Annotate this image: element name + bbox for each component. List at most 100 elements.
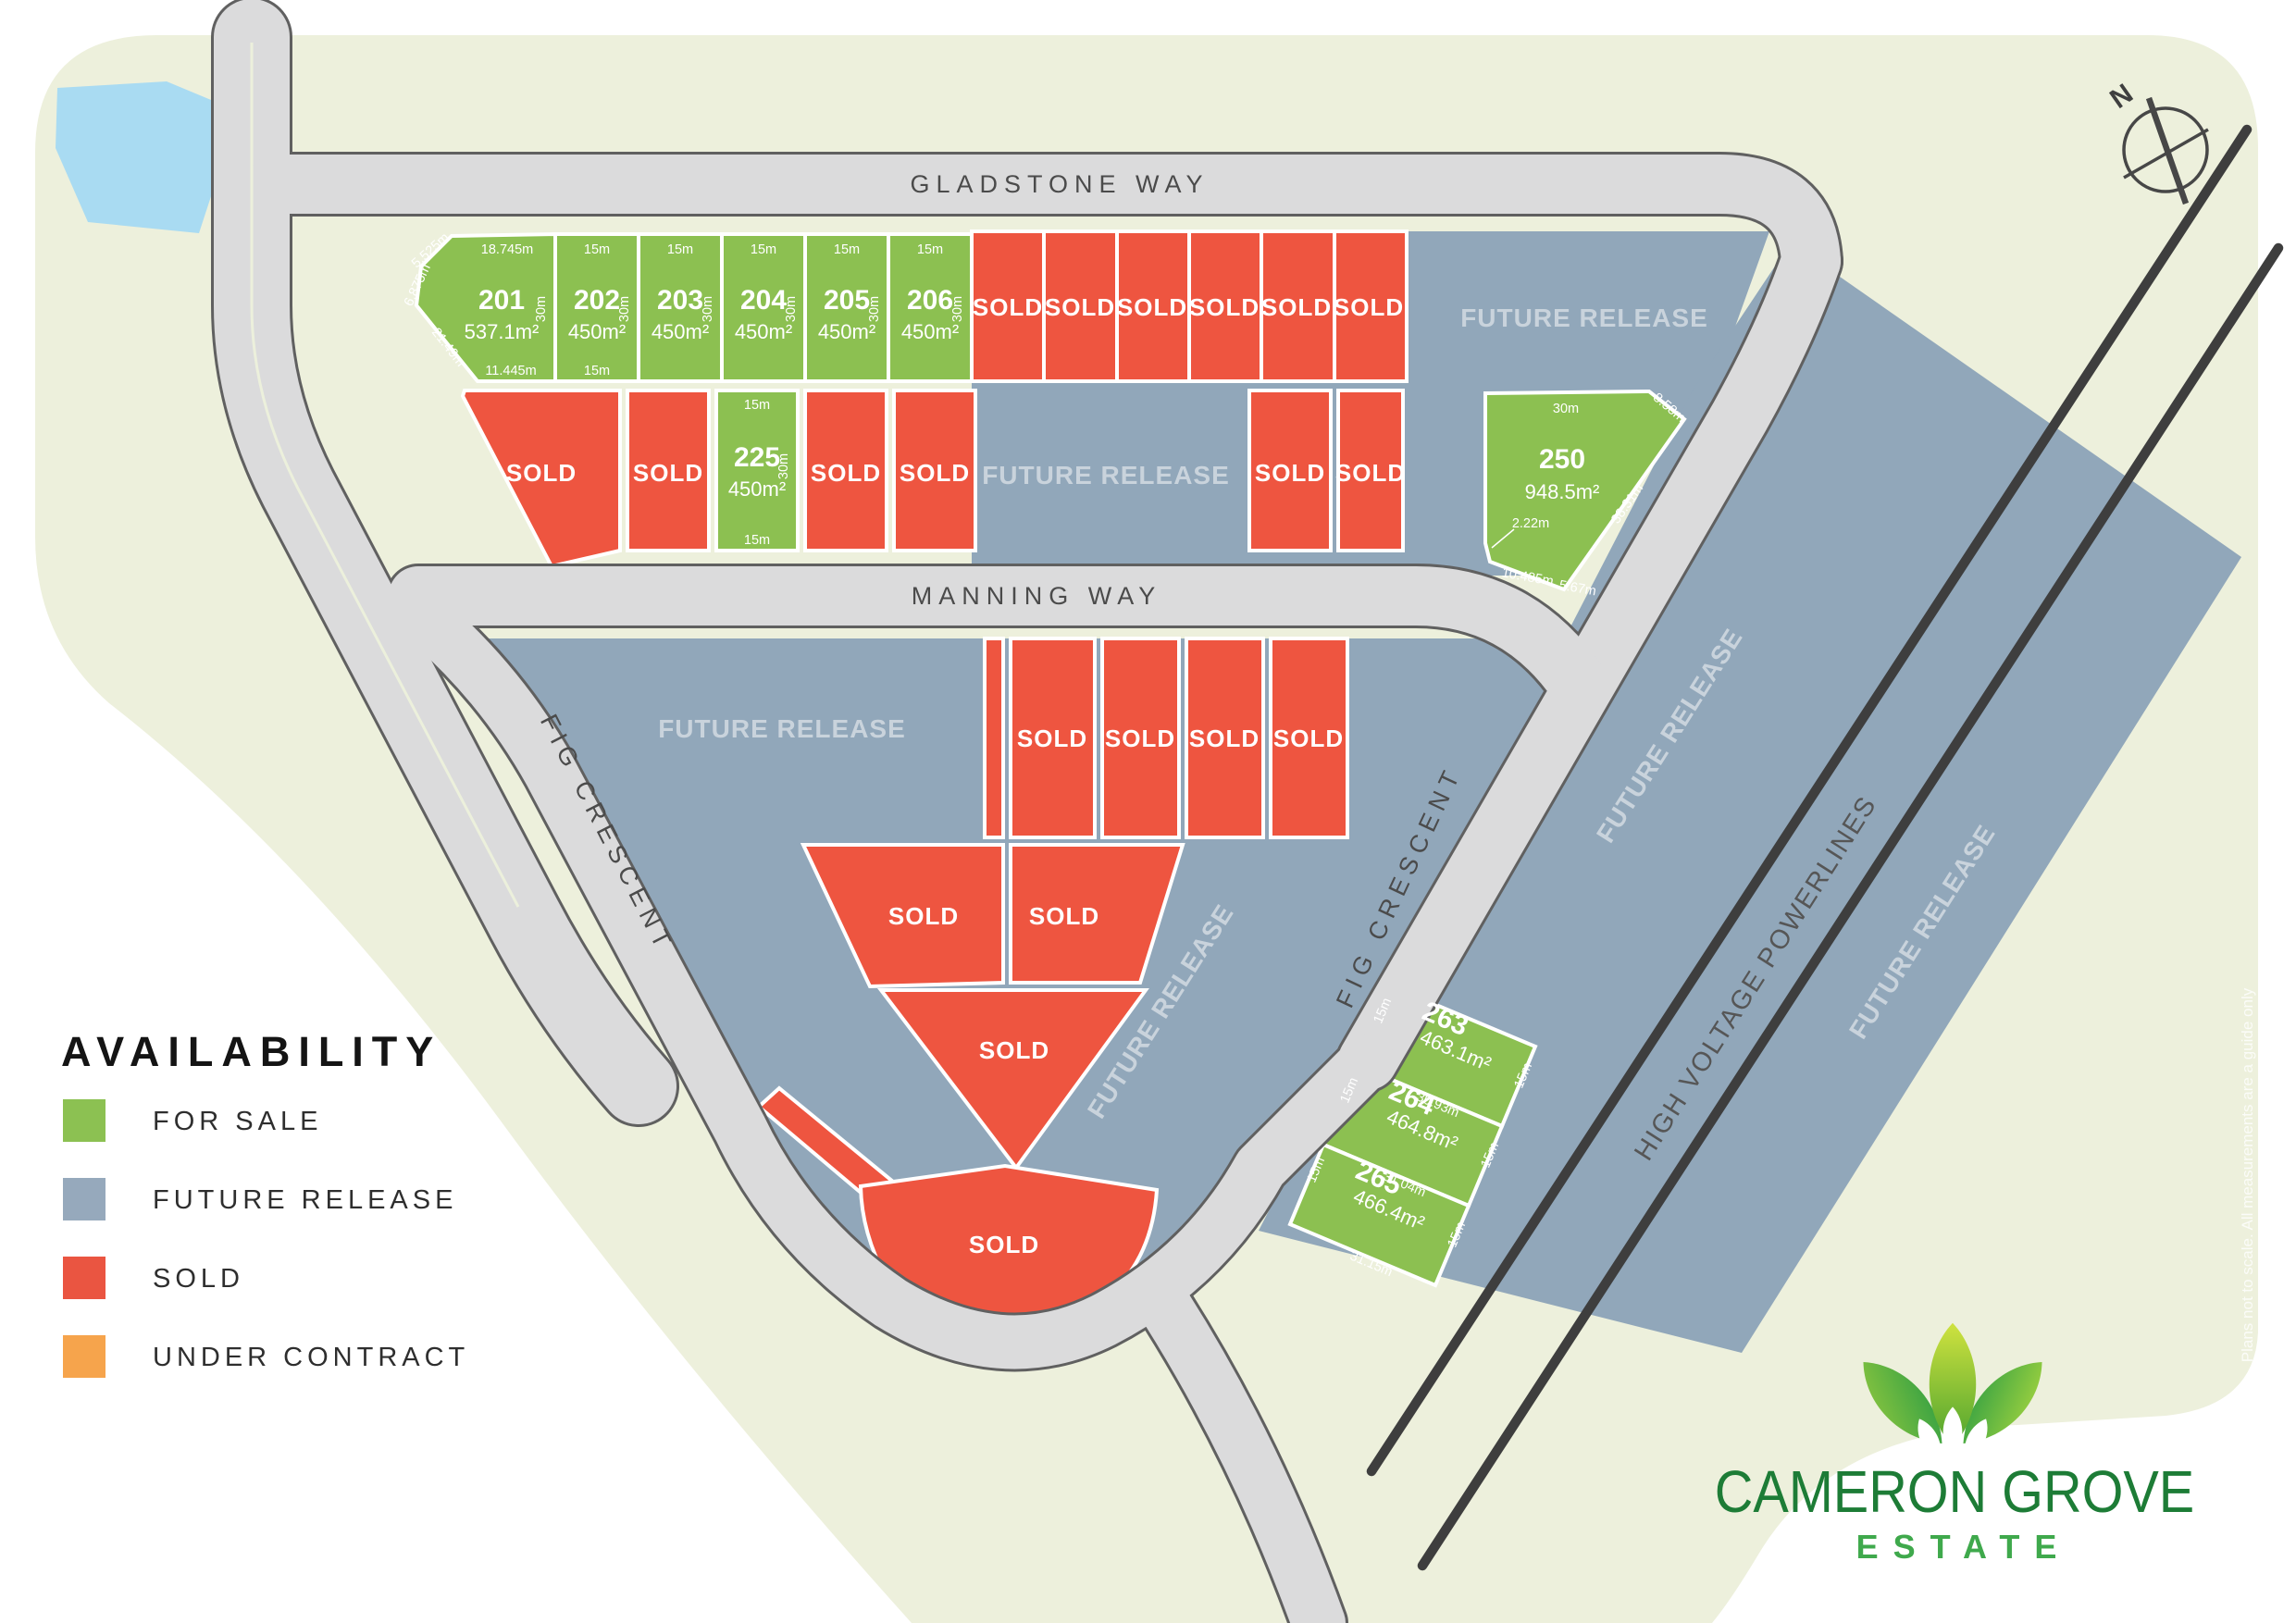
- svg-text:SOLD: SOLD: [1189, 725, 1260, 752]
- svg-text:15m: 15m: [667, 242, 693, 257]
- svg-text:2.22m: 2.22m: [1512, 516, 1549, 531]
- powerline: [1366, 124, 2253, 1477]
- legend-swatch-future-release: [63, 1178, 105, 1220]
- sold-lot: [1187, 229, 1263, 383]
- lot-206[interactable]: [887, 232, 974, 383]
- legend-label-under-contract: UNDER CONTRACT: [153, 1343, 469, 1372]
- svg-text:SOLD: SOLD: [506, 459, 577, 487]
- availability-legend: AVAILABILITY FOR SALE FUTURE RELEASE SOL…: [61, 1028, 469, 1378]
- svg-text:SOLD: SOLD: [969, 1231, 1039, 1258]
- svg-text:948.5m²: 948.5m²: [1525, 480, 1600, 503]
- svg-text:450m²: 450m²: [901, 320, 959, 343]
- sold-lot: [1100, 637, 1181, 839]
- svg-text:SOLD: SOLD: [1017, 725, 1087, 752]
- sold-lot: [876, 988, 1149, 1171]
- logo-estate-text: ESTATE: [1856, 1528, 2072, 1566]
- sold-lot: [1333, 229, 1409, 383]
- water-feature: [56, 81, 215, 233]
- svg-text:450m²: 450m²: [652, 320, 709, 343]
- sold-lot: [626, 389, 711, 552]
- svg-text:30m: 30m: [534, 296, 549, 322]
- sold-lot: [460, 389, 622, 569]
- svg-text:450m²: 450m²: [818, 320, 875, 343]
- future-release-label: FUTURE RELEASE: [982, 461, 1230, 489]
- legend-swatch-sold: [63, 1257, 105, 1299]
- svg-text:450m²: 450m²: [735, 320, 792, 343]
- logo-name-text: CAMERON GROVE: [1715, 1458, 2194, 1524]
- svg-text:SOLD: SOLD: [979, 1036, 1049, 1064]
- sold-lot: [1115, 229, 1191, 383]
- svg-text:250: 250: [1539, 444, 1585, 475]
- svg-text:203: 203: [657, 285, 703, 316]
- sold-lot: [803, 389, 888, 552]
- svg-text:SOLD: SOLD: [1335, 459, 1406, 487]
- svg-text:15m: 15m: [584, 242, 610, 257]
- svg-text:SOLD: SOLD: [1255, 459, 1325, 487]
- sold-lot: [1260, 229, 1336, 383]
- svg-text:15m: 15m: [751, 242, 776, 257]
- svg-text:15m: 15m: [744, 533, 770, 548]
- svg-text:30m: 30m: [950, 296, 965, 322]
- for-sale-lots: [414, 231, 1687, 1288]
- svg-text:450m²: 450m²: [568, 320, 626, 343]
- lot-265[interactable]: [1287, 1142, 1471, 1288]
- svg-text:205: 205: [824, 285, 870, 316]
- svg-text:206: 206: [907, 285, 953, 316]
- legend-label-for-sale: FOR SALE: [153, 1107, 322, 1136]
- svg-text:15m: 15m: [584, 364, 610, 378]
- legend-swatch-for-sale: [63, 1099, 105, 1142]
- svg-text:SOLD: SOLD: [811, 459, 881, 487]
- svg-text:15m: 15m: [917, 242, 943, 257]
- sold-labels: SOLD SOLD SOLD SOLD SOLD SOLD SOLD SOLD …: [506, 293, 1406, 1258]
- lot-203[interactable]: [637, 232, 724, 383]
- svg-text:30m: 30m: [701, 296, 715, 322]
- powerlines: [1366, 124, 2284, 1571]
- sold-lot: [800, 843, 1005, 989]
- sold-lot: [1247, 389, 1333, 552]
- svg-text:225: 225: [734, 442, 780, 473]
- svg-text:SOLD: SOLD: [1261, 293, 1332, 321]
- svg-text:SOLD: SOLD: [1029, 902, 1099, 930]
- compass-circle: [2122, 106, 2209, 193]
- future-release-label: FUTURE RELEASE: [658, 714, 906, 743]
- sold-lot: [1336, 389, 1405, 552]
- legend-label-sold: SOLD: [153, 1264, 244, 1294]
- legend-label-future-release: FUTURE RELEASE: [153, 1185, 457, 1215]
- svg-text:SOLD: SOLD: [1189, 293, 1260, 321]
- svg-text:30m: 30m: [617, 296, 632, 322]
- road-median-line: [250, 43, 520, 908]
- compass-cross: [2123, 128, 2209, 180]
- svg-text:537.1m²: 537.1m²: [465, 320, 540, 343]
- cameron-grove-logo: CAMERON GROVE ESTATE: [1715, 1322, 2194, 1566]
- sold-lot: [1185, 637, 1265, 839]
- svg-text:202: 202: [574, 285, 620, 316]
- sold-lot-sliver: [983, 637, 1005, 839]
- sold-lot: [892, 389, 977, 552]
- svg-text:18.745m: 18.745m: [481, 242, 533, 257]
- sold-lots: [460, 229, 1409, 1333]
- compass-needle: [2145, 96, 2190, 205]
- svg-text:SOLD: SOLD: [973, 293, 1043, 321]
- svg-text:30m: 30m: [1553, 402, 1579, 416]
- svg-text:30m: 30m: [867, 296, 882, 322]
- lot-204[interactable]: [720, 232, 807, 383]
- logo-leaves-icon: [1847, 1322, 2058, 1492]
- legend-swatch-under-contract: [63, 1335, 105, 1378]
- powerline: [1417, 242, 2284, 1571]
- legend-title: AVAILABILITY: [61, 1028, 441, 1075]
- svg-text:450m²: 450m²: [728, 477, 786, 501]
- svg-text:201: 201: [478, 285, 525, 316]
- sold-lot: [1042, 229, 1119, 383]
- street-label-manning: MANNING WAY: [912, 582, 1162, 610]
- sold-lot: [1009, 637, 1097, 839]
- svg-text:SOLD: SOLD: [1273, 725, 1344, 752]
- svg-text:204: 204: [740, 285, 787, 316]
- lot-250[interactable]: [1483, 389, 1687, 592]
- svg-text:SOLD: SOLD: [1045, 293, 1115, 321]
- sold-lot: [1009, 843, 1185, 985]
- svg-text:15m: 15m: [834, 242, 860, 257]
- lot-225[interactable]: [714, 389, 800, 552]
- svg-text:SOLD: SOLD: [1117, 293, 1187, 321]
